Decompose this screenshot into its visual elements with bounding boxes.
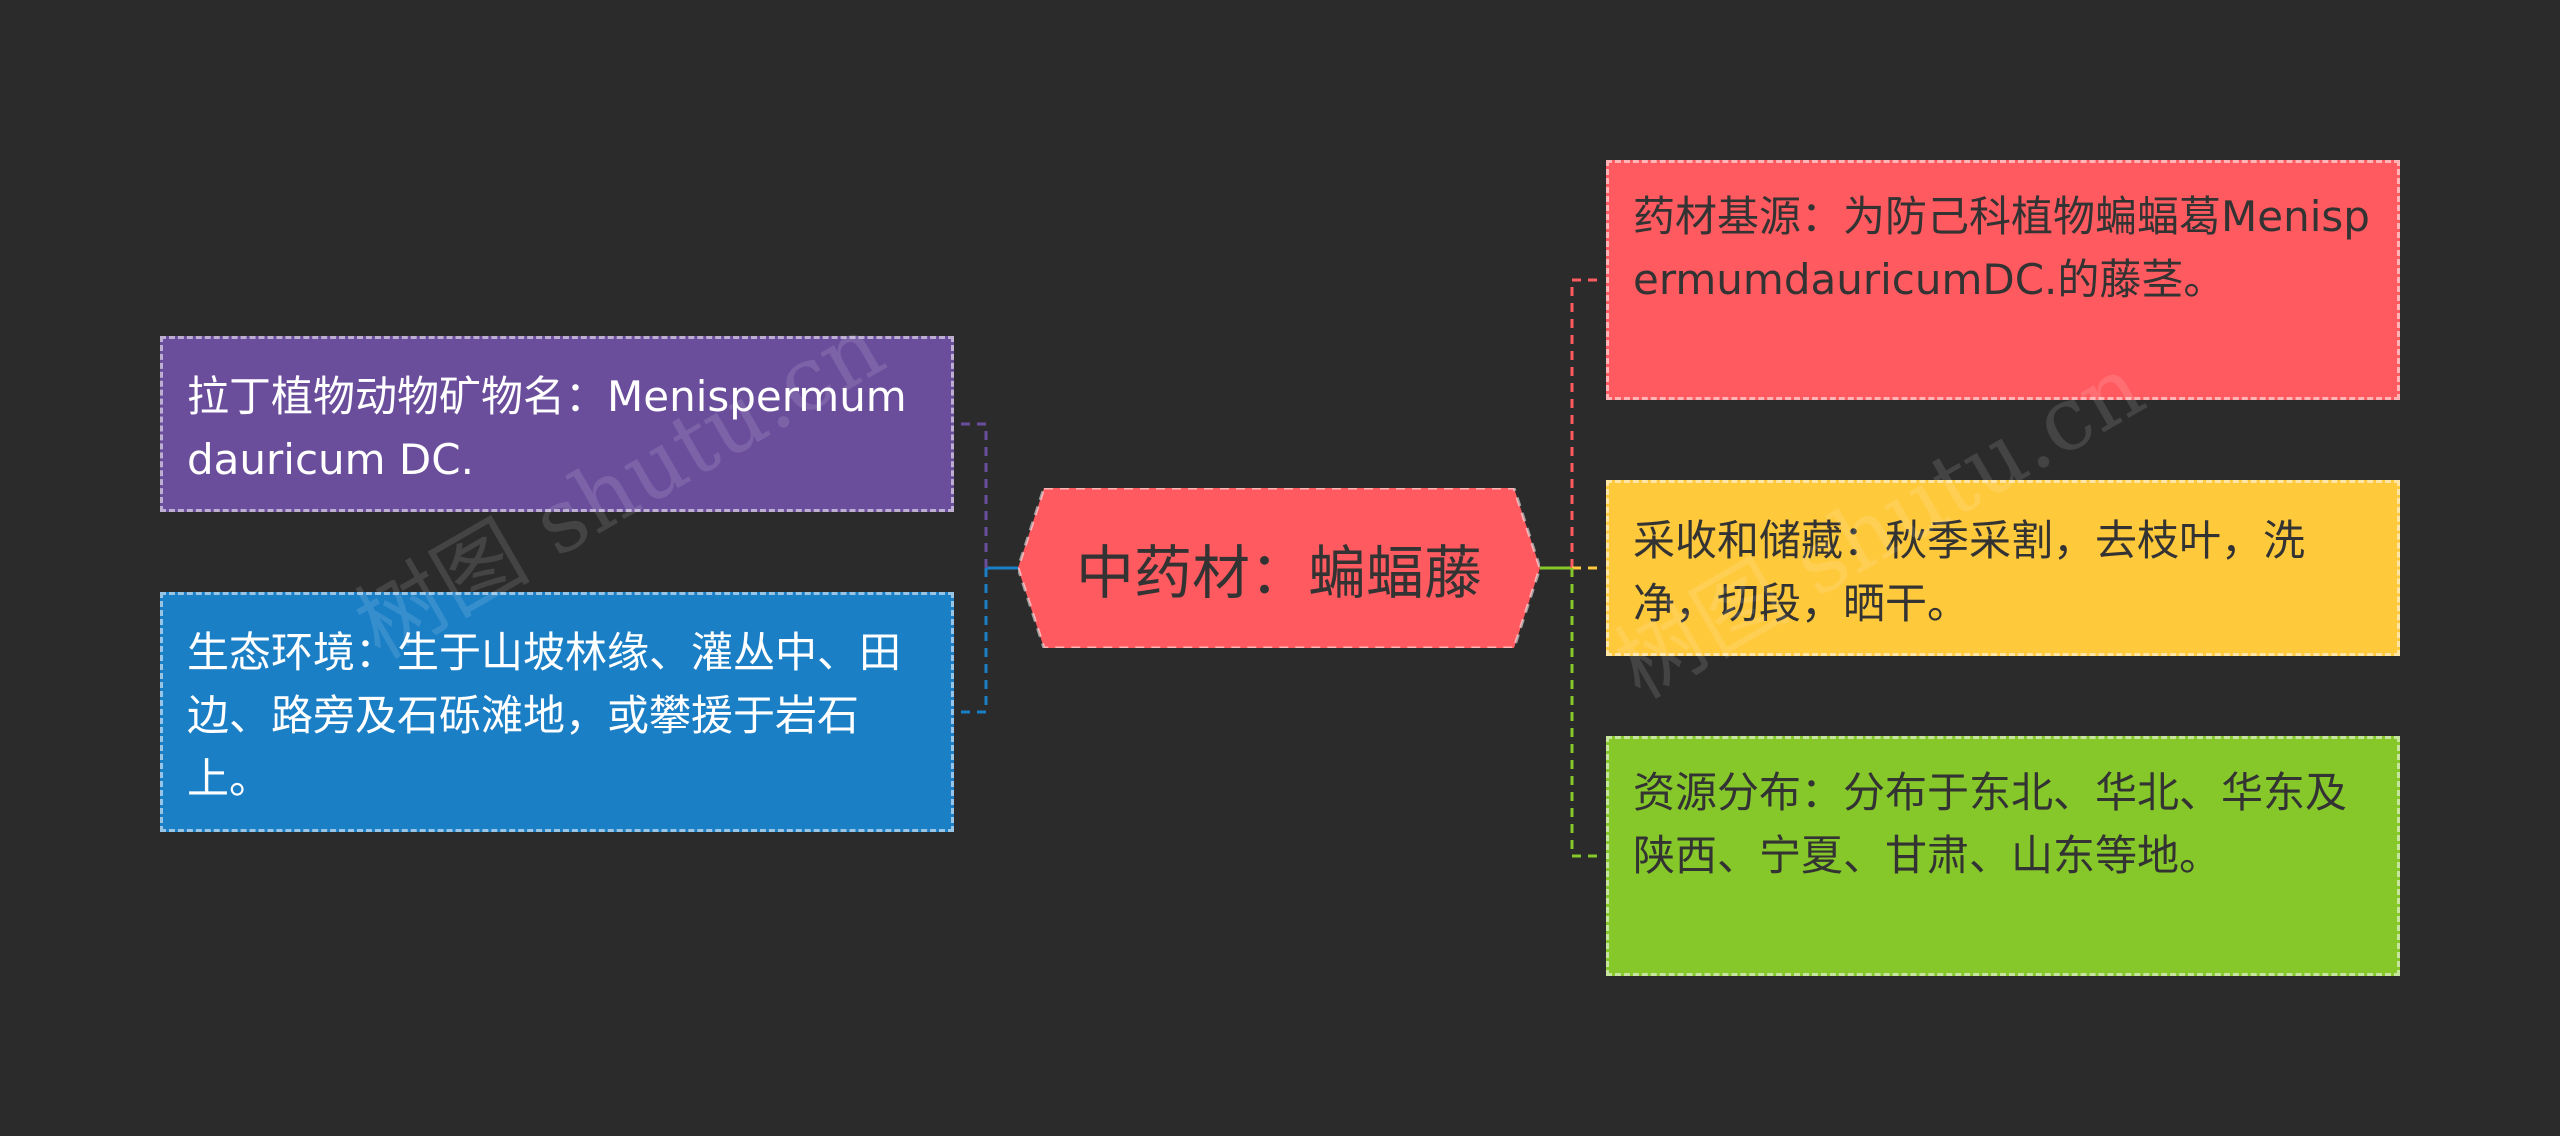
connector-right-source	[1570, 278, 1600, 568]
connector-right-distribution	[1570, 568, 1600, 858]
topic-habitat-text: 生态环境：生于山坡林缘、灌丛中、田边、路旁及石砾滩地，或攀援于岩石上。	[187, 628, 902, 803]
topic-harvest-storage-text: 采收和储藏：秋季采割，去枝叶，洗净，切段，晒干。	[1633, 516, 2306, 628]
topic-habitat[interactable]: 生态环境：生于山坡林缘、灌丛中、田边、路旁及石砾滩地，或攀援于岩石上。	[160, 592, 954, 832]
topic-source[interactable]: 药材基源：为防己科植物蝙蝠葛MenispermumdauricumDC.的藤茎。	[1606, 160, 2400, 400]
topic-latin-name-text: 拉丁植物动物矿物名：Menispermum dauricum DC.	[187, 372, 907, 484]
central-topic-shape	[1018, 488, 1540, 648]
topic-source-text: 药材基源：为防己科植物蝙蝠葛MenispermumdauricumDC.的藤茎。	[1633, 192, 2370, 304]
topic-distribution[interactable]: 资源分布：分布于东北、华北、华东及陕西、宁夏、甘肃、山东等地。	[1606, 736, 2400, 976]
connector-left-latin	[960, 422, 988, 568]
connector-left-habitat	[960, 568, 988, 714]
topic-harvest-storage[interactable]: 采收和储藏：秋季采割，去枝叶，洗净，切段，晒干。	[1606, 480, 2400, 656]
topic-distribution-text: 资源分布：分布于东北、华北、华东及陕西、宁夏、甘肃、山东等地。	[1633, 768, 2348, 880]
central-topic-title: 中药材：蝙蝠藤	[1075, 539, 1482, 607]
topic-latin-name[interactable]: 拉丁植物动物矿物名：Menispermum dauricum DC.	[160, 336, 954, 512]
central-topic[interactable]: 中药材：蝙蝠藤	[1018, 488, 1540, 648]
